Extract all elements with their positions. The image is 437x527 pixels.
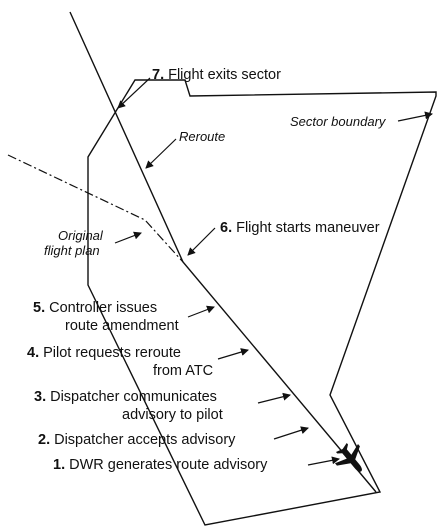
sector-boundary-line bbox=[87, 79, 437, 526]
arrow-original-flight-plan bbox=[114, 231, 142, 244]
original-flight-plan-line bbox=[7, 154, 184, 263]
step-6-label: 6.Flight starts maneuver bbox=[220, 220, 380, 236]
sector-boundary-label: Sector boundary bbox=[290, 114, 387, 129]
arrow-step-7 bbox=[117, 77, 151, 109]
step-5-label: 5.Controller issues bbox=[33, 300, 157, 316]
arrow-sector-boundary bbox=[397, 111, 433, 122]
step-3-label-line2: advisory to pilot bbox=[122, 407, 223, 423]
original-flight-plan-label-line1: Original bbox=[58, 228, 104, 243]
step-4-label: 4.Pilot requests reroute bbox=[27, 345, 181, 361]
reroute-path-line bbox=[69, 11, 377, 493]
reroute-label: Reroute bbox=[179, 129, 225, 144]
arrow-step-2 bbox=[273, 426, 309, 440]
step-5-label-line2: route amendment bbox=[65, 318, 179, 334]
arrow-step-1 bbox=[307, 456, 340, 466]
step-4-label-line2: from ATC bbox=[153, 363, 213, 379]
arrow-reroute bbox=[145, 138, 177, 169]
original-flight-plan-label-line2: flight plan bbox=[44, 243, 100, 258]
step-3-label: 3.Dispatcher communicates bbox=[34, 389, 217, 405]
step-2-label: 2.Dispatcher accepts advisory bbox=[38, 432, 236, 448]
arrow-step-5 bbox=[187, 305, 215, 318]
step-1-label: 1.DWR generates route advisory bbox=[53, 457, 268, 473]
arrow-step-4 bbox=[217, 348, 249, 360]
airplane-icon bbox=[335, 443, 362, 472]
step-7-label: 7.Flight exits sector bbox=[152, 67, 281, 83]
arrow-step-3 bbox=[257, 392, 291, 404]
arrow-step-6 bbox=[187, 227, 216, 256]
